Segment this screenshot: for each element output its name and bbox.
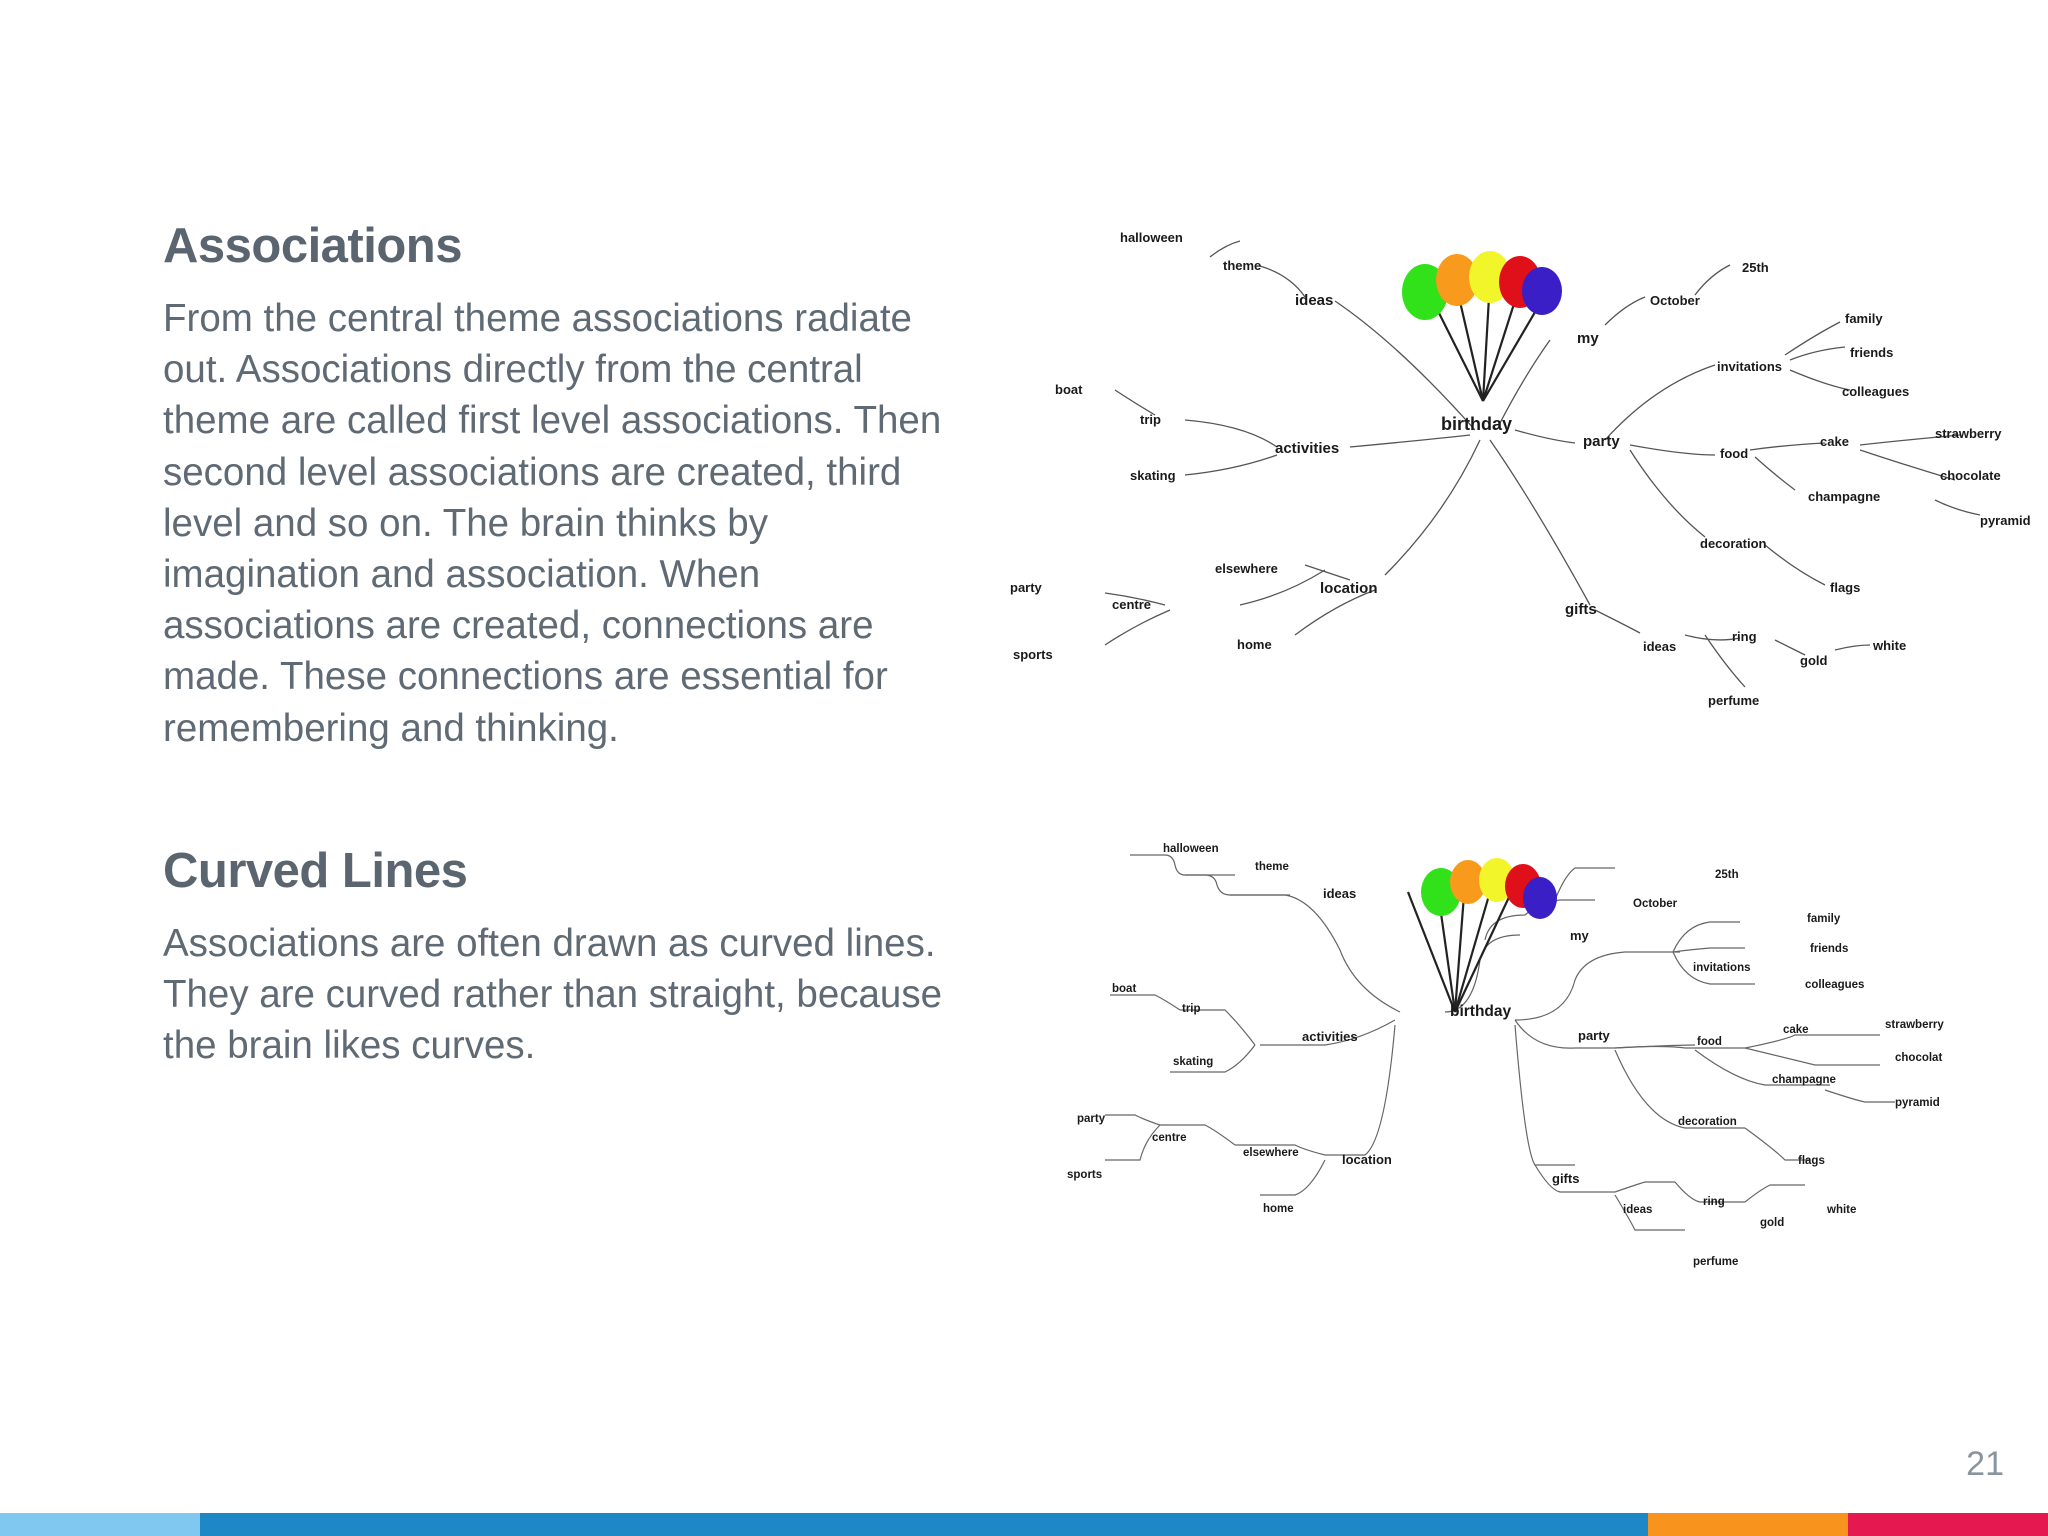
map1-label: party (1010, 580, 1043, 595)
map2-label: gold (1760, 1217, 1784, 1229)
page-number: 21 (1966, 1445, 2004, 1483)
map2-label: gifts (1552, 1171, 1579, 1186)
map2-label: friends (1810, 943, 1848, 955)
map2-label: location (1342, 1152, 1392, 1167)
map2-label: boat (1112, 983, 1136, 995)
map2-label: party (1077, 1113, 1106, 1125)
map1-label: October (1650, 293, 1700, 308)
map2-label: my (1570, 928, 1590, 943)
map1-label: colleagues (1842, 384, 1909, 399)
map1-label: boat (1055, 382, 1083, 397)
map2-label: elsewhere (1243, 1147, 1299, 1159)
map2-label: activities (1302, 1029, 1358, 1044)
map1-label: activities (1275, 440, 1339, 457)
map2-label: halloween (1163, 843, 1219, 855)
map2-label: decoration (1678, 1116, 1737, 1128)
map2-label: ideas (1623, 1204, 1652, 1216)
map1-label: location (1320, 580, 1378, 597)
map2-label: strawberry (1885, 1019, 1944, 1031)
map2-label: white (1826, 1204, 1856, 1216)
map1-label: flags (1830, 580, 1860, 595)
map2-label: home (1263, 1203, 1294, 1215)
map2-label: ring (1703, 1196, 1725, 1208)
map1-label: gifts (1565, 601, 1597, 618)
associations-heading: Associations (163, 219, 462, 273)
map2-label: trip (1182, 1003, 1201, 1015)
mindmap-image-curved: halloween theme ideas my October 25th in… (1055, 840, 1975, 1280)
map1-label: elsewhere (1215, 561, 1278, 576)
map1-label: strawberry (1935, 426, 2002, 441)
map2-label: theme (1255, 861, 1289, 873)
map2-label: ideas (1323, 886, 1356, 901)
map2-label: cake (1783, 1024, 1809, 1036)
map1-label: gold (1800, 653, 1827, 668)
map1-center-label: birthday (1441, 414, 1512, 434)
map2-label: perfume (1693, 1256, 1738, 1268)
map1-label: champagne (1808, 489, 1880, 504)
map1-label: food (1720, 446, 1748, 461)
map2-label: colleagues (1805, 979, 1864, 991)
map1-label: chocolate (1940, 468, 2001, 483)
map1-label: perfume (1708, 693, 1759, 708)
map1-label: ideas (1295, 292, 1333, 309)
map1-label: ideas (1643, 639, 1676, 654)
map1-label: pyramid (1980, 513, 2031, 528)
map1-label: home (1237, 637, 1272, 652)
map1-label: trip (1140, 412, 1161, 427)
footer-bar-red (1848, 1513, 2048, 1536)
footer-bar-blue (200, 1513, 1648, 1536)
mindmap-curved-svg: halloween theme ideas my October 25th in… (1067, 843, 1944, 1268)
map2-label: chocolat (1895, 1052, 1942, 1064)
map2-label: centre (1152, 1132, 1187, 1144)
map1-label: friends (1850, 345, 1893, 360)
map2-label: sports (1067, 1169, 1102, 1181)
map1-label: family (1845, 311, 1883, 326)
footer-bar-orange (1648, 1513, 1848, 1536)
map1-label: ring (1732, 629, 1757, 644)
curved-lines-paragraph: Associations are often drawn as curved l… (163, 922, 942, 1068)
map1-label: white (1872, 638, 1906, 653)
map1-label: halloween (1120, 230, 1183, 245)
map2-center-label: birthday (1450, 1003, 1512, 1020)
map1-label: party (1583, 433, 1620, 450)
map1-label: centre (1112, 597, 1151, 612)
map2-label: family (1807, 913, 1841, 925)
mindmap-image-radial: halloween theme ideas my October 25th in… (1005, 225, 2031, 725)
curved-lines-heading: Curved Lines (163, 844, 468, 898)
map1-label: cake (1820, 434, 1849, 449)
map2-label: flags (1798, 1155, 1825, 1167)
map1-label: decoration (1700, 536, 1767, 551)
map2-label: October (1633, 898, 1678, 910)
mindmap-radial-svg: halloween theme ideas my October 25th in… (1010, 230, 2031, 708)
map1-label: 25th (1742, 260, 1769, 275)
footer-bar-lightblue (0, 1513, 200, 1536)
associations-paragraph: From the central theme associations radi… (163, 297, 942, 750)
map1-label: theme (1223, 258, 1261, 273)
map1-label: sports (1013, 647, 1053, 662)
map2-label: food (1697, 1036, 1722, 1048)
map2-label: 25th (1715, 869, 1739, 881)
map2-label: skating (1173, 1056, 1213, 1068)
map2-label: party (1578, 1028, 1611, 1043)
map2-label: invitations (1693, 962, 1751, 974)
map1-label: my (1577, 330, 1599, 347)
map1-label: skating (1130, 468, 1176, 483)
map1-label: invitations (1717, 359, 1782, 374)
map2-label: champagne (1772, 1074, 1836, 1086)
map2-label: pyramid (1895, 1097, 1940, 1109)
